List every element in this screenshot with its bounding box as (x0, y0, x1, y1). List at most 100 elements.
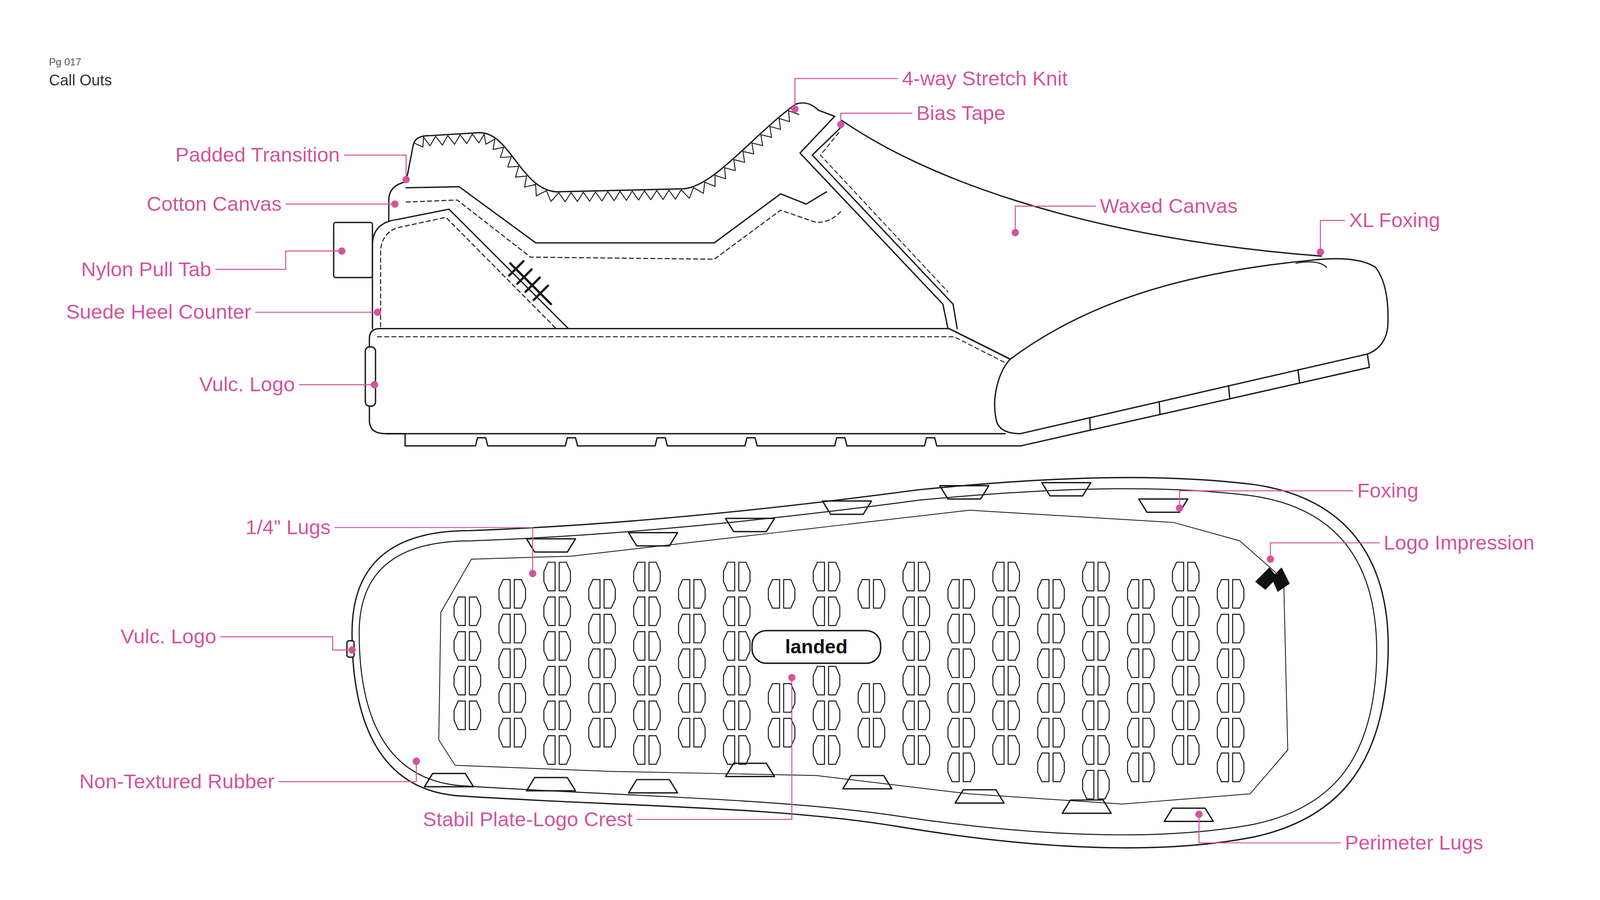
callout-anchor: Waxed Canvas (1100, 195, 1238, 218)
callout-anchor: 4-way Stretch Knit (902, 67, 1068, 90)
leader-line (299, 384, 375, 385)
vulc-logo-tab (365, 347, 376, 407)
tread-lug (1082, 631, 1110, 661)
tread-lug (1037, 683, 1065, 713)
tread-lug (1037, 718, 1065, 748)
leader-line (1199, 814, 1341, 843)
page-number: Pg 017 (49, 56, 82, 68)
tread-lug (1127, 683, 1155, 713)
perimeter-lug (955, 790, 1005, 804)
tread-lug (543, 700, 571, 730)
tread-lug (1127, 718, 1155, 748)
callout-label: Non-Textured Rubber (79, 770, 275, 793)
side-lugs (385, 433, 1021, 446)
callout-anchor: XL Foxing (1349, 209, 1441, 232)
leader-dot (1316, 248, 1325, 256)
perimeter-lug (940, 485, 990, 500)
leader-dot (1195, 810, 1203, 818)
tread-lug (858, 683, 885, 713)
callout-anchor: Logo Impression (1383, 531, 1535, 555)
leader-dot (1011, 229, 1020, 237)
leader-line (1270, 542, 1380, 560)
tread-lug (454, 666, 481, 695)
perimeter-lug (1041, 482, 1091, 496)
tread-lug (499, 718, 526, 748)
tread-lug (902, 700, 930, 730)
leader-dot (1266, 555, 1275, 563)
tread-lug (858, 718, 885, 748)
perimeter-lug (1138, 499, 1188, 513)
tread-lug (543, 631, 571, 661)
leader-line (343, 155, 406, 180)
foxing-top (379, 328, 1010, 360)
callout-label: Logo Impression (1383, 531, 1535, 555)
tread-lug (588, 649, 616, 678)
tread-lug (633, 666, 661, 695)
title-anchor: Call Outs (49, 72, 113, 89)
callout-anchor: landed (785, 636, 848, 658)
toe-lug-tick (1089, 417, 1091, 431)
tread-lug (768, 718, 795, 748)
tread-lug (1082, 700, 1110, 730)
tread-lug (1217, 614, 1245, 643)
perimeter-lug (628, 779, 678, 793)
toe-lug-tick (1228, 385, 1230, 399)
callout-label: XL Foxing (1349, 209, 1441, 232)
perimeter-lug (526, 538, 576, 553)
leader-dot (837, 120, 845, 129)
foxing-outline (359, 488, 1377, 835)
leader-line (1179, 490, 1353, 509)
knit-collar (413, 104, 796, 193)
tread-lug (813, 597, 840, 626)
callout-anchor: Stabil Plate-Logo Crest (422, 808, 633, 831)
tread-lug (992, 735, 1020, 765)
tread-lug (1082, 562, 1110, 591)
leader-dot (788, 673, 796, 682)
tread-lug (1172, 735, 1200, 765)
pull-tab (333, 222, 373, 278)
tread-lug (1127, 752, 1155, 782)
callout-anchor: Bias Tape (916, 102, 1006, 125)
toe-lug-tick (1297, 370, 1300, 383)
callout-label: 1/4” Lugs (245, 516, 331, 539)
callout-anchor: Vulc. Logo (199, 373, 295, 396)
tread-lug (723, 597, 750, 626)
logo-text: landed (785, 636, 848, 658)
tread-lug (1172, 562, 1200, 591)
tread-lug (1127, 614, 1155, 643)
callout-anchor: Nylon Pull Tab (81, 258, 212, 281)
tread-lug (813, 735, 840, 765)
tread-lug (543, 735, 571, 765)
perimeter-lug (628, 532, 678, 546)
vamp-edge (841, 120, 1322, 257)
callout-anchor: Suede Heel Counter (66, 300, 252, 324)
leader-dot (391, 200, 399, 208)
tread-lug (1217, 683, 1245, 713)
tread-lug (902, 562, 930, 591)
leader-line (220, 636, 353, 650)
leader-line (215, 250, 343, 270)
counter-stitch (380, 217, 556, 329)
tread-lug (1037, 649, 1065, 678)
callout-label: Nylon Pull Tab (81, 258, 212, 281)
callout-label: Stabil Plate-Logo Crest (422, 808, 633, 831)
tread-lug (633, 562, 661, 591)
tread-lug (678, 614, 706, 643)
perimeter-lug (1164, 808, 1214, 822)
callout-anchor: Non-Textured Rubber (79, 770, 275, 793)
tread-lug (499, 683, 526, 713)
tread-lug (1037, 579, 1065, 609)
callout-anchor: Cotton Canvas (146, 192, 282, 216)
tread-lug (947, 579, 975, 609)
tongue-edge (795, 102, 835, 117)
tread-lug (992, 700, 1020, 730)
callout-anchor: Pg 017 (49, 56, 82, 68)
tread-lug (543, 597, 571, 626)
logo-crest (752, 630, 881, 663)
bias-tape-outer (800, 116, 948, 329)
hash-stitch (509, 261, 551, 305)
tread-lug (902, 597, 930, 626)
tread-lug (992, 631, 1020, 661)
